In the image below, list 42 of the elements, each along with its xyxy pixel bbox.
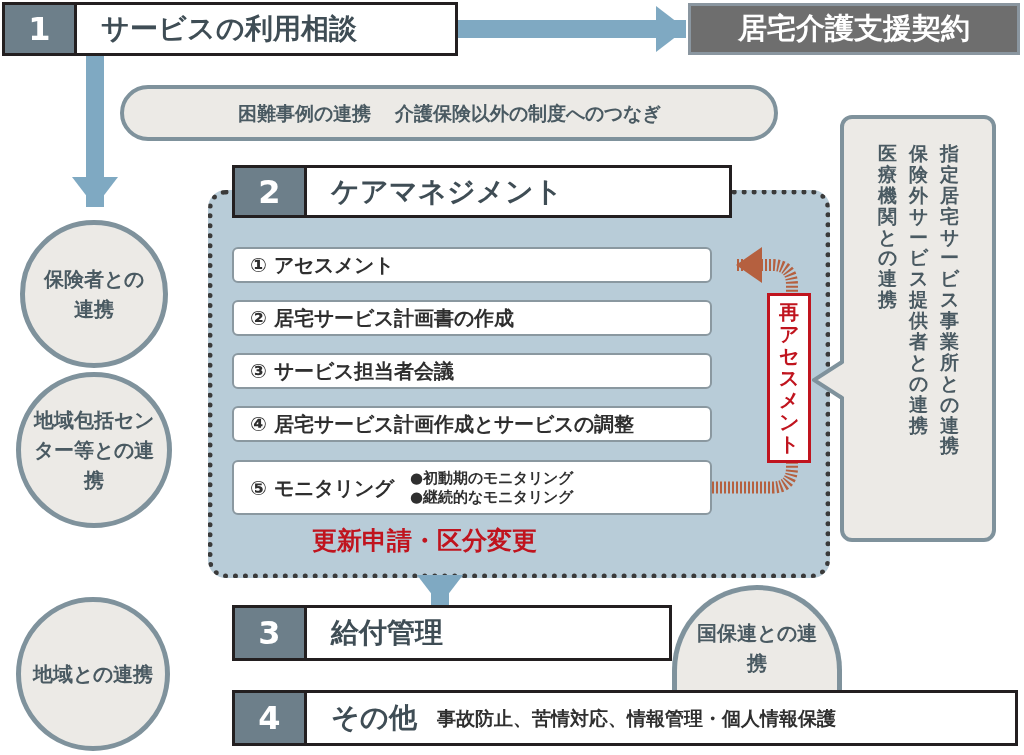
step-title: その他 [331, 700, 417, 736]
circle-label: 国保連との連携 [696, 620, 818, 677]
pill-box [120, 85, 778, 141]
step-item [232, 406, 712, 442]
contract-box: 居宅介護支援契約 [688, 3, 1020, 55]
vertical-text: 指定居宅サービス事業所との連携 [939, 143, 959, 459]
step-number: 1 [5, 5, 77, 53]
arrow [417, 575, 463, 605]
step-box [2, 2, 458, 56]
circle-label: 地域との連携 [33, 661, 153, 688]
pill-text: 介護保険以外の制度へのつなぎ [394, 100, 661, 126]
arrow [458, 6, 686, 52]
step-item [232, 247, 712, 283]
circle-label: 保険者との連携 [43, 266, 145, 323]
step-box [232, 165, 732, 218]
item-label: ① アセスメント [250, 252, 394, 279]
step-box [232, 690, 1018, 746]
step-title: ケアマネジメント [331, 173, 563, 210]
callout-box [840, 115, 996, 542]
step-box [232, 605, 672, 661]
step-detail: 事故防止、苦情対応、情報管理・個人情報保護 [437, 705, 836, 731]
bullet-text: ●継続的なモニタリング [409, 487, 573, 507]
renewal-note: 更新申請・区分変更 [312, 525, 537, 557]
pill-text: 困難事例の連携 [237, 100, 371, 126]
arrow [72, 56, 118, 207]
vertical-text: 医療機関との連携 [877, 143, 897, 313]
circle-label: 地域包括センター等との連携 [33, 407, 155, 494]
step-item [232, 353, 712, 389]
step-title: 給付管理 [331, 615, 443, 651]
item-label: ⑤ モニタリング [250, 474, 394, 502]
step-number: 4 [235, 693, 307, 743]
step-item [232, 300, 712, 336]
item-label: ③ サービス担当者会議 [250, 358, 454, 385]
item-label: ④ 居宅サービス計画作成とサービスの調整 [250, 411, 634, 438]
item-label: ② 居宅サービス計画書の作成 [250, 305, 514, 332]
step-number: 2 [235, 168, 307, 215]
step-number: 3 [235, 608, 307, 658]
step-item [232, 460, 712, 515]
edge-label: 再アセスメント [767, 293, 811, 463]
vertical-text: 保険外サービス提供者との連携 [908, 143, 928, 438]
bullet-text: ●初動期のモニタリング [409, 468, 573, 488]
step-title: サービスの利用相談 [101, 11, 357, 47]
